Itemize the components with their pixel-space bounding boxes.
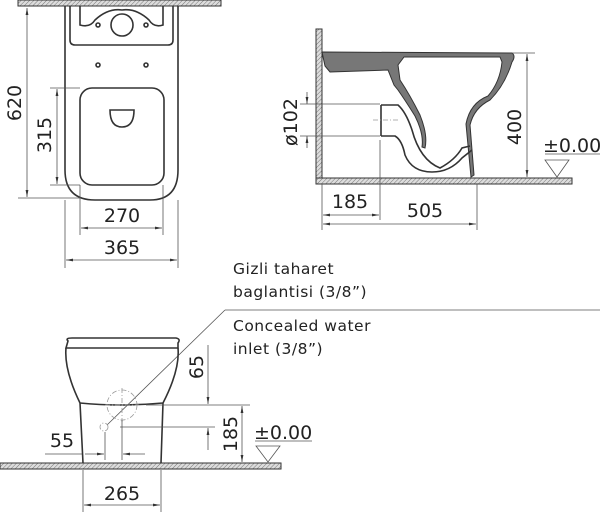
side-view: ø102 400 ±0.00 185 505 [280,28,600,230]
bowl [64,347,180,464]
note-en-1: Concealed water [233,317,371,335]
dim-270: 270 [104,205,140,227]
dim-55: 55 [50,430,74,452]
dim-185: 185 [220,416,242,452]
wall-hatch [17,0,222,7]
floor-level: ±0.00 [254,422,312,444]
seat [64,337,180,349]
dim-505: 505 [407,200,443,222]
toilet-outline [64,6,179,201]
dim-400: 400 [504,109,526,145]
dim-365: 365 [104,237,140,259]
dim-620: 620 [4,85,26,121]
seat-cover [79,87,165,186]
inlet-note: Gizli taharet baglantisi (3/8”) Conceale… [106,260,600,426]
note-tr-1: Gizli taharet [233,260,334,278]
front-view: 65 185 55 ±0.00 265 [0,337,312,512]
dim-185: 185 [332,191,368,213]
dim-265: 265 [104,483,140,505]
note-en-2: inlet (3/8”) [233,340,323,358]
toilet-section [321,51,515,178]
flush-button [110,13,134,37]
floor-level: ±0.00 [543,135,600,157]
top-view: 620 315 270 365 [4,0,222,268]
wall-hatch [315,28,323,184]
floor-hatch [0,462,282,470]
seat-logo [109,109,135,128]
dim-315: 315 [34,117,56,153]
dim-65: 65 [186,355,208,379]
note-tr-2: baglantisi (3/8”) [233,283,367,301]
cistern [69,6,174,46]
dim-diameter-102: ø102 [280,98,302,146]
floor-hatch [315,177,573,185]
